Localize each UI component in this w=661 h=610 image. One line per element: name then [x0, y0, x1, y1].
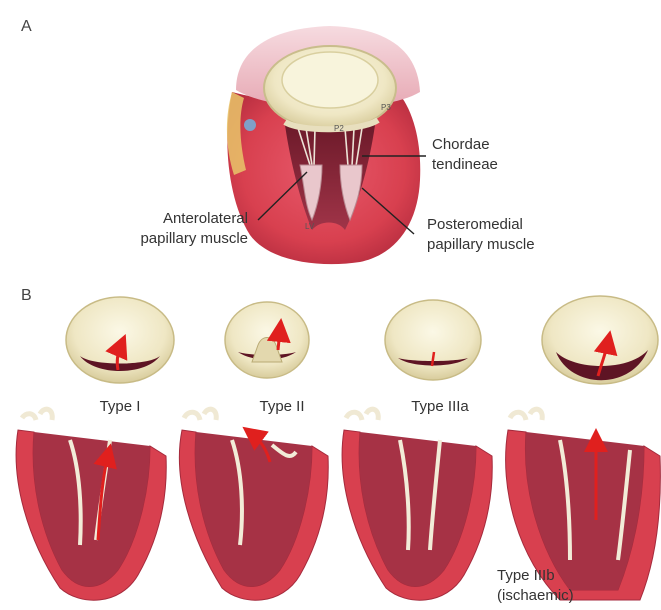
anterolateral-label-line1: Anterolateral: [110, 210, 248, 228]
scallop-label-p2: P2: [334, 120, 344, 138]
lv-label: LV: [305, 218, 314, 236]
type-3b-label-line2: (ischaemic): [497, 587, 574, 605]
type-3b-label-line1: Type IIIb: [497, 567, 555, 585]
valve-top-views: [66, 296, 658, 384]
posteromedial-label-line1: Posteromedial: [427, 216, 523, 234]
valve-view-type-3b: [542, 296, 658, 384]
posteromedial-label-line2: papillary muscle: [427, 236, 535, 254]
chordae-label-line1: Chordae: [432, 136, 490, 154]
heart-section-type-2: [179, 409, 328, 600]
heart-section-type-3a: [342, 409, 492, 600]
valve-view-type-1: [66, 297, 174, 383]
type-1-label: Type I: [80, 398, 160, 416]
type-3a-label: Type IIIa: [395, 398, 485, 416]
heart-sections: [16, 409, 660, 600]
valve-view-type-3a: [385, 300, 481, 380]
heart-anatomy-illustration: [227, 26, 420, 264]
regurgitation-arrow: [278, 330, 280, 350]
panel-label-b: B: [21, 287, 32, 305]
chordae-label-line2: tendineae: [432, 156, 498, 174]
anterolateral-label-line2: papillary muscle: [110, 230, 248, 248]
coronary-vessel: [244, 119, 256, 131]
panel-label-a: A: [21, 18, 32, 36]
valve-view-type-2: [225, 302, 309, 378]
scallop-label-p3: P3: [381, 99, 391, 117]
heart-section-type-1: [16, 409, 166, 600]
type-2-label: Type II: [242, 398, 322, 416]
